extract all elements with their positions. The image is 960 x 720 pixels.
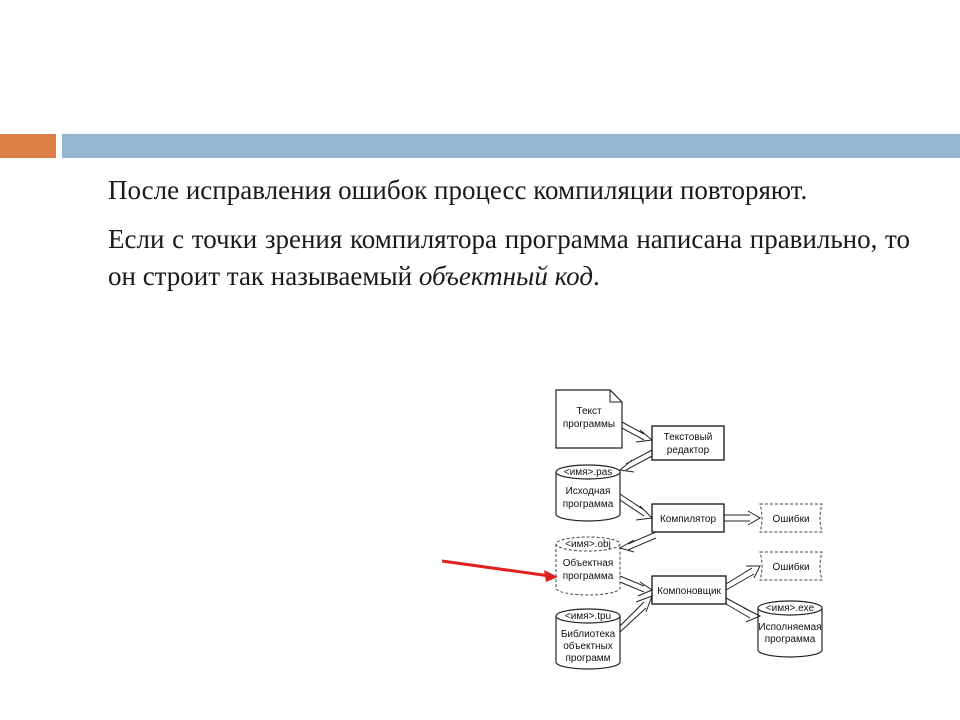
compiler-label: Компилятор <box>660 514 717 525</box>
accent-bar <box>0 134 56 158</box>
doc-text-line-2: программы <box>563 419 615 430</box>
paragraph-2: Если с точки зрения компилятора программ… <box>108 221 910 295</box>
object-file-line-1: Объектная <box>563 557 614 569</box>
linker-label: Компоновщик <box>657 586 721 597</box>
arrow-source-to-compiler <box>619 493 654 521</box>
paragraph-2-italic: объектный код <box>418 261 593 291</box>
exe-file-line-1: Исполняемая <box>758 622 821 633</box>
library-file-line-1: Библиотека <box>561 628 616 640</box>
errors-document-1: Ошибки <box>759 503 823 533</box>
paragraph-1: После исправления ошибок процесс компиля… <box>108 175 808 205</box>
arrow-object-to-linker <box>619 575 654 597</box>
errors-document-2: Ошибки <box>759 551 823 581</box>
doc-text-line-1: Текст <box>576 406 602 417</box>
errors-2-label: Ошибки <box>772 561 809 573</box>
library-file-line-3: программ <box>565 653 610 664</box>
title-bar <box>62 134 960 158</box>
arrow-compiler-to-object <box>618 531 657 553</box>
arrow-library-to-linker <box>619 595 653 633</box>
source-file-cylinder: <имя>.pas Исходная программа <box>555 464 621 522</box>
compiler-box: Компилятор <box>651 503 725 533</box>
arrow-linker-to-errors <box>725 565 761 591</box>
arrow-editor-to-source <box>618 449 653 473</box>
source-file-line-1: Исходная <box>566 486 611 497</box>
arrow-compiler-to-errors <box>724 510 761 526</box>
object-file-name: <имя>.obj <box>565 539 611 550</box>
arrow-linker-to-exe <box>725 597 762 623</box>
text-editor-line-2: редактор <box>667 445 710 456</box>
library-file-cylinder: <имя>.tpu Библиотека объектных программ <box>555 608 621 670</box>
library-file-name: <имя>.tpu <box>565 611 611 622</box>
paragraph-2-lead: Если с точки зрения компилятора программ… <box>108 224 910 291</box>
compilation-diagram: Текст программы Текстовый редактор <имя>… <box>441 389 823 670</box>
object-file-cylinder: <имя>.obj Объектная программа <box>555 536 621 596</box>
exe-file-line-2: программа <box>765 634 816 645</box>
exe-file-cylinder: <имя>.exe Исполняемая программа <box>757 600 823 658</box>
red-pointer-arrow <box>441 559 558 582</box>
source-file-line-2: программа <box>563 499 614 510</box>
object-file-line-2: программа <box>563 571 614 582</box>
slide-body: После исправления ошибок процесс компиля… <box>108 172 910 307</box>
source-file-name: <имя>.pas <box>564 467 612 478</box>
exe-file-name: <имя>.exe <box>766 603 815 614</box>
text-editor-line-1: Текстовый <box>664 432 713 443</box>
paragraph-2-tail: . <box>592 261 600 291</box>
linker-box: Компоновщик <box>651 575 727 605</box>
arrow-doc-to-editor <box>621 421 654 443</box>
text-editor-box: Текстовый редактор <box>651 425 725 461</box>
errors-1-label: Ошибки <box>772 513 809 525</box>
source-text-document: Текст программы <box>555 389 623 449</box>
flow-arrows <box>618 421 762 633</box>
library-file-line-2: объектных <box>563 640 613 652</box>
